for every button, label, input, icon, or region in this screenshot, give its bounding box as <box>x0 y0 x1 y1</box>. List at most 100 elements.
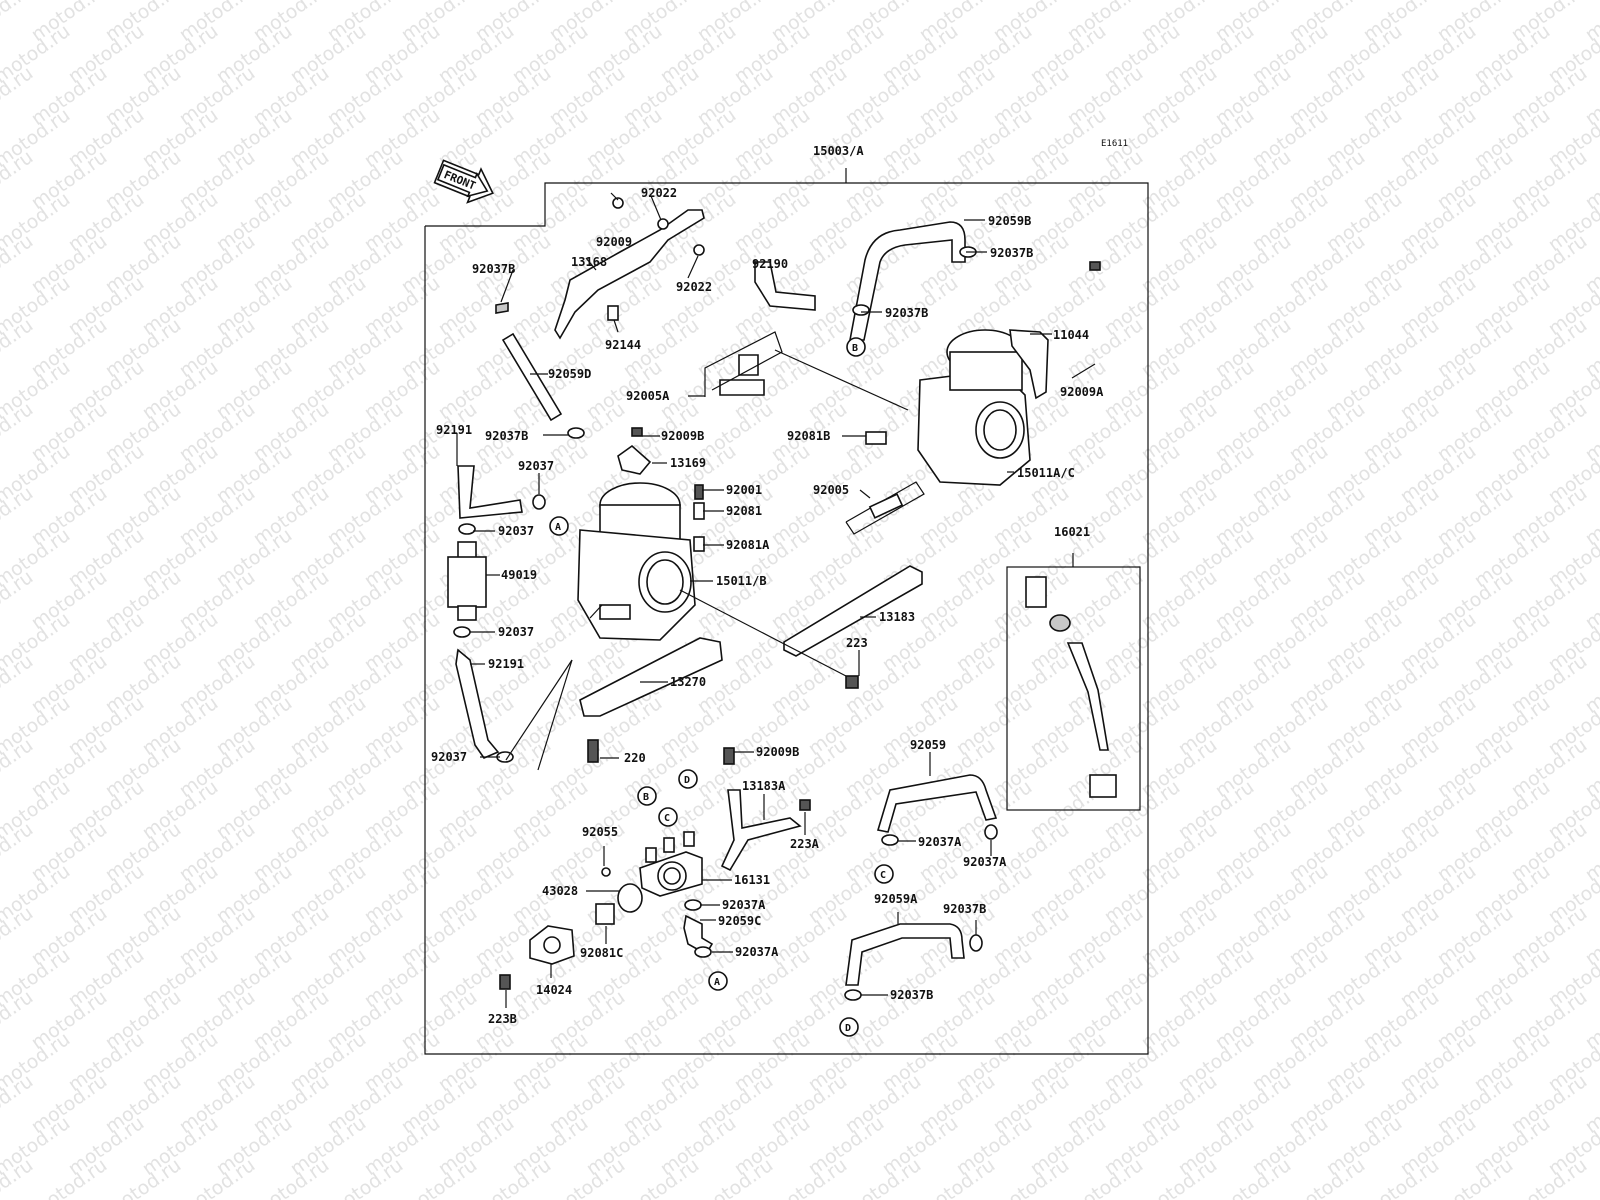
bracket-92005 <box>845 481 925 535</box>
svg-text:C: C <box>664 813 670 824</box>
diagram-code: E1611 <box>1101 139 1128 149</box>
part-label: 13183A <box>742 779 786 793</box>
clamp-92037A-r1 <box>881 834 899 846</box>
marker-D-bottom: D <box>678 769 698 789</box>
spring-92081B <box>865 431 887 445</box>
hose-92059 <box>876 774 998 833</box>
part-label: 92191 <box>488 657 524 671</box>
part-label: 223B <box>488 1012 517 1026</box>
part-label: 92022 <box>641 186 677 200</box>
part-label: 92037B <box>943 902 986 916</box>
svg-text:C: C <box>880 870 886 881</box>
marker-A-bottom: A <box>708 971 728 991</box>
bracket-13183A <box>720 789 802 872</box>
bracket-13169 <box>617 444 652 475</box>
carburetor-15011A-C <box>917 329 1031 486</box>
hose-92191-lower <box>455 648 500 759</box>
hose-92059D <box>495 302 563 422</box>
hose-92059A <box>845 923 965 986</box>
part-label: 92081 <box>726 504 762 518</box>
marker-C-bottom: C <box>658 807 678 827</box>
spring-92081A <box>693 536 705 552</box>
choke-nut <box>1089 774 1117 798</box>
svg-text:D: D <box>684 775 690 786</box>
part-label: 92001 <box>726 483 762 497</box>
link-13183 <box>783 565 923 657</box>
marker-B-right: B <box>846 337 866 357</box>
part-label: 92059D <box>548 367 591 381</box>
clamp-92037A-c1 <box>684 899 702 911</box>
clamp-92037-fltr-top <box>458 523 476 535</box>
part-label: 13168 <box>571 255 607 269</box>
carburetor-15011-B <box>577 482 696 641</box>
marker-B-bottom: B <box>637 786 657 806</box>
part-label: 92037A <box>918 835 962 849</box>
diagram-frame <box>424 168 1149 1055</box>
screw-223B <box>499 974 511 990</box>
part-label: 92059C <box>718 914 761 928</box>
fuel-filter-49019 <box>447 541 487 621</box>
marker-D-right: D <box>839 1017 859 1037</box>
screw-220 <box>587 739 599 763</box>
nipple-92005 <box>868 493 904 519</box>
hose-92190 <box>719 261 816 396</box>
part-label: 92005A <box>626 389 670 403</box>
part-label: 92037A <box>722 898 766 912</box>
marker-C-right: C <box>874 864 894 884</box>
part-label: 13169 <box>670 456 706 470</box>
bracket-13168 <box>554 197 705 340</box>
part-label: 13270 <box>670 675 706 689</box>
part-label: 11044 <box>1053 328 1089 342</box>
part-label: 43028 <box>542 884 578 898</box>
part-label: 14024 <box>536 983 572 997</box>
hose-92059B <box>849 221 966 341</box>
part-label: 15011/B <box>716 574 767 588</box>
screw-92009B-top <box>631 427 643 437</box>
part-label: 223 <box>846 636 868 650</box>
part-labels: 92022 92009 13168 92022 92144 92037B 920… <box>431 186 1104 1026</box>
part-label: 92037B <box>472 262 515 276</box>
part-label: 92037A <box>963 855 1007 869</box>
svg-text:A: A <box>555 522 561 533</box>
part-label: 92009A <box>1060 385 1104 399</box>
marker-A-top: A <box>549 516 569 536</box>
part-label: 92059A <box>874 892 918 906</box>
clamp-92037A-r2 <box>984 824 998 840</box>
part-label: 92037 <box>518 459 554 473</box>
bracket-11044 <box>1009 329 1049 400</box>
top-part-label: 15003/A <box>813 144 864 158</box>
part-label: 15011A/C <box>1017 466 1075 480</box>
svg-text:A: A <box>714 977 720 988</box>
part-label: 92009B <box>661 429 704 443</box>
part-label: 92037B <box>990 246 1033 260</box>
part-label: 92037 <box>431 750 467 764</box>
part-label: 220 <box>624 751 646 765</box>
choke-spring <box>1025 576 1047 608</box>
part-label: 92059B <box>988 214 1031 228</box>
hose-92191-upper <box>457 465 523 519</box>
part-label: 92009 <box>596 235 632 249</box>
part-label: 92037 <box>498 625 534 639</box>
spring-92081 <box>693 502 705 520</box>
oring-92055 <box>601 867 611 877</box>
screw-223A <box>799 799 811 811</box>
clamp-92037B-left <box>567 427 585 439</box>
screw-92009B-low <box>723 747 735 765</box>
clamp-92037-upper <box>532 494 546 510</box>
clamp-92037-fltr-bot <box>453 626 471 638</box>
part-label: 92037B <box>885 306 928 320</box>
part-label: 92081B <box>787 429 830 443</box>
part-label: 92005 <box>813 483 849 497</box>
diaphragm-43028 <box>617 883 643 913</box>
screw-92009A <box>1089 261 1101 271</box>
part-label: 92037B <box>890 988 933 1002</box>
clamp-92037B-c <box>852 304 870 316</box>
part-label: 49019 <box>501 568 537 582</box>
spring-92081C <box>595 903 615 925</box>
choke-seal <box>1049 614 1071 632</box>
front-arrow-icon: FRONT <box>433 159 494 204</box>
part-label: 92037B <box>485 429 528 443</box>
clamp-92037A-c2 <box>694 946 712 958</box>
